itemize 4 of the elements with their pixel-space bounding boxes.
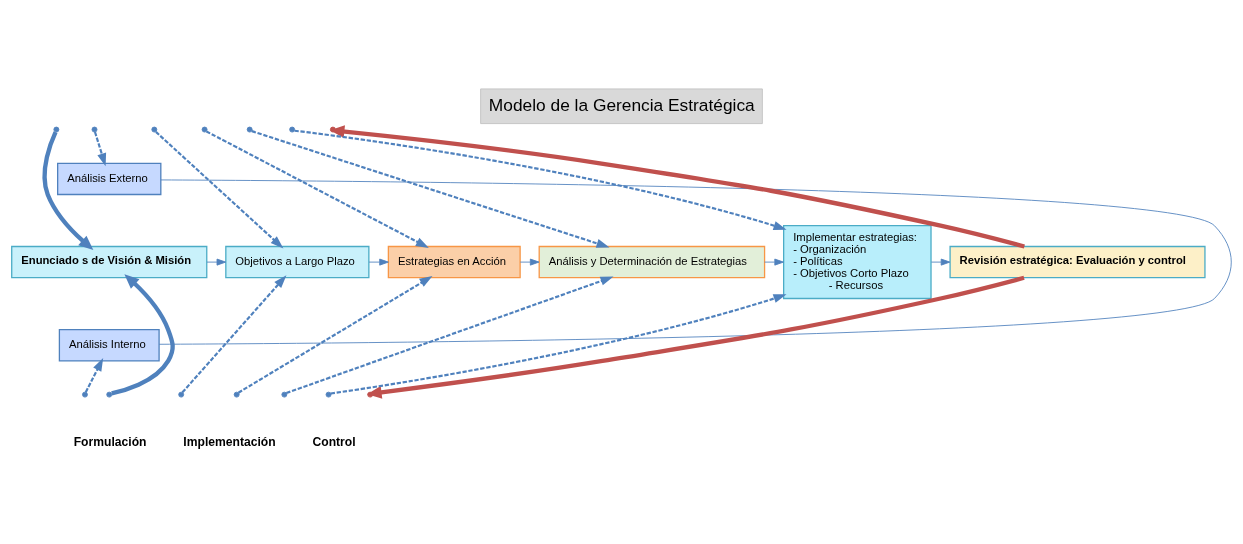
label: Control	[312, 434, 356, 449]
label: Implementación	[183, 434, 276, 449]
diagram-title: Modelo de la Gerencia Estratégica	[488, 94, 755, 115]
label: Formulación	[73, 434, 147, 449]
